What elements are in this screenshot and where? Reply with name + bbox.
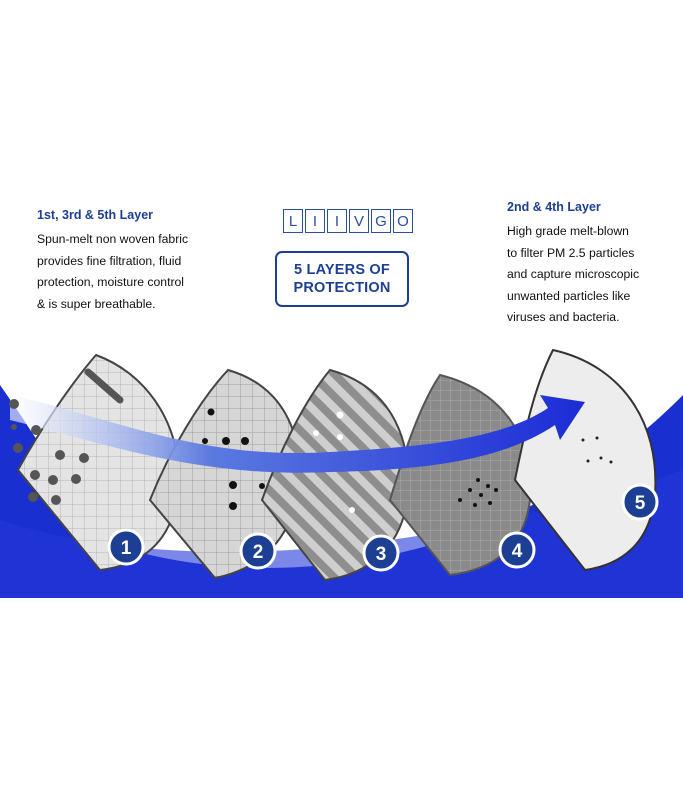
layer-number-badge-2: 2 (239, 532, 277, 570)
badge-line-2: PROTECTION (293, 280, 391, 296)
layer-number-badge-1: 1 (107, 528, 145, 566)
badge-line-1: 5 LAYERS OF (294, 262, 390, 278)
layer-number-3: 3 (376, 544, 387, 565)
layer-number-badge-5: 5 (621, 483, 659, 521)
particles-layer-3 (313, 411, 355, 513)
logo-letter: V (349, 209, 369, 233)
right-layer-heading: 2nd & 4th Layer (507, 200, 601, 214)
layer-number-5: 5 (635, 493, 646, 514)
left-layer-line: Spun-melt non woven fabric (37, 232, 189, 246)
brand-logo: L I I V G O (283, 209, 413, 233)
layer-number-badge-3: 3 (362, 534, 400, 572)
logo-letter: L (283, 209, 303, 233)
right-layer-line: unwanted particles like (507, 288, 631, 303)
layers-badge: 5 LAYERS OF PROTECTION (275, 251, 409, 307)
layer-number-1: 1 (121, 538, 132, 559)
layer-number-2: 2 (253, 542, 264, 563)
left-layer-info: 1st, 3rd & 5th Layer Spun-melt non woven… (37, 208, 237, 315)
right-layer-line: and capture microscopic (507, 267, 640, 281)
right-layer-info: 2nd & 4th Layer High grade melt-blown to… (507, 200, 682, 329)
left-layer-line: & is super breathable. (37, 296, 156, 311)
right-layer-line: to filter PM 2.5 particles (507, 245, 635, 260)
logo-letter: G (371, 209, 391, 233)
layer-number-badge-4: 4 (498, 531, 536, 569)
particles-layer-4 (458, 478, 498, 507)
left-layer-line: protection, moisture control (37, 275, 184, 289)
left-layer-line: provides fine filtration, fluid (37, 253, 182, 268)
logo-letter: I (327, 209, 347, 233)
left-layer-heading: 1st, 3rd & 5th Layer (37, 208, 154, 222)
right-layer-line: viruses and bacteria. (507, 310, 620, 324)
logo-letter: I (305, 209, 325, 233)
layer-number-4: 4 (512, 541, 523, 562)
filtration-arrow (10, 395, 585, 473)
logo-letter: O (393, 209, 413, 233)
right-layer-line: High grade melt-blown (507, 224, 629, 238)
particles-layer-2 (202, 408, 265, 510)
particles-layer-5 (581, 436, 613, 464)
particles-group (9, 399, 89, 505)
